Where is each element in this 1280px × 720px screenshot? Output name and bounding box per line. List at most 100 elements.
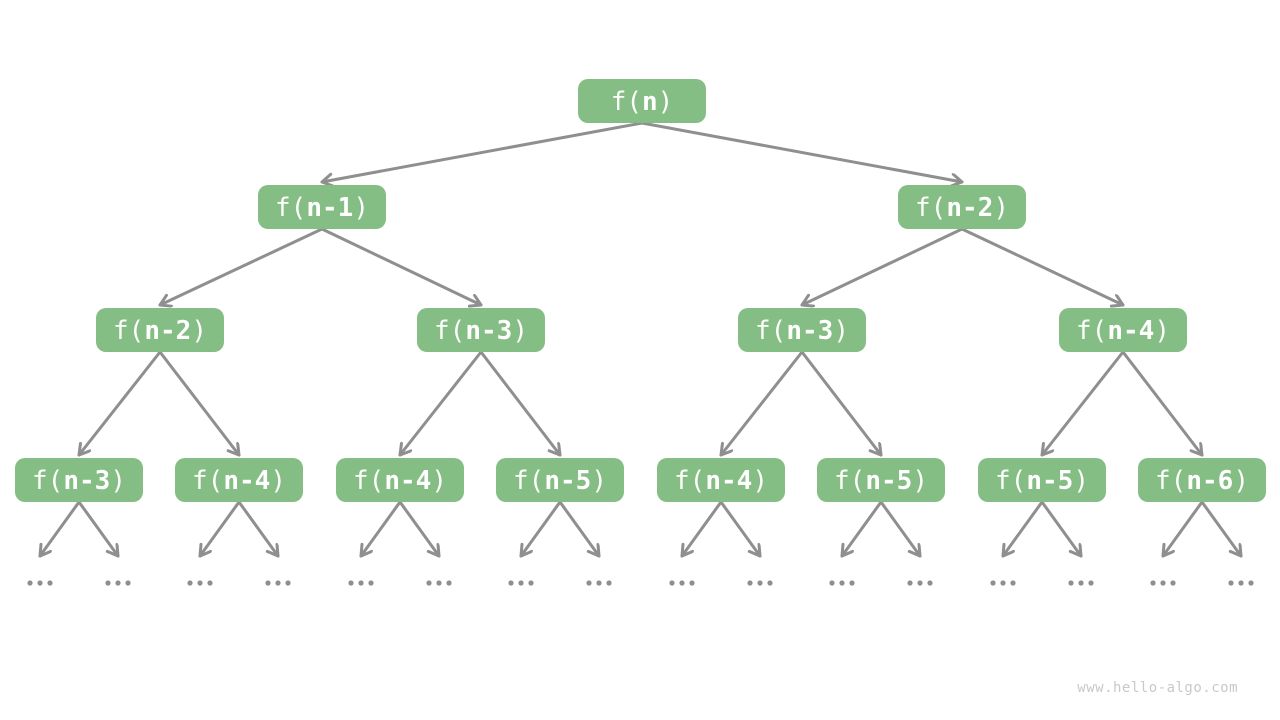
tree-node-box <box>417 308 545 352</box>
edge-arrow <box>680 500 723 558</box>
tree-node-label: f(n-5) <box>995 466 1089 496</box>
tree-node: f(n-4) <box>175 458 303 502</box>
ellipsis-dot <box>1150 580 1156 586</box>
ellipsis-dot <box>368 580 374 586</box>
tree-node: f(n-5) <box>496 458 624 502</box>
tree-node: f(n-4) <box>336 458 464 502</box>
tree-node-box <box>578 79 706 123</box>
edge-arrow <box>1001 500 1044 558</box>
ellipsis-dot <box>990 580 996 586</box>
ellipsis-dot <box>747 580 753 586</box>
ellipsis <box>187 580 213 586</box>
ellipsis-dot <box>105 580 111 586</box>
tree-node-box <box>258 185 386 229</box>
ellipsis-dot <box>757 580 763 586</box>
ellipsis-dot <box>1170 580 1176 586</box>
tree-node-box <box>1059 308 1187 352</box>
edge-arrow <box>800 350 883 457</box>
edges-layer <box>77 121 1204 457</box>
ellipsis-dot <box>125 580 131 586</box>
ellipsis <box>907 580 933 586</box>
ellipsis-dot <box>1160 580 1166 586</box>
watermark: www.hello-algo.com <box>1077 680 1238 696</box>
tree-node: f(n-6) <box>1138 458 1266 502</box>
ellipsis-layer <box>27 500 1254 586</box>
ellipsis <box>1228 580 1254 586</box>
ellipsis-dot <box>586 580 592 586</box>
tree-node-label: f(n) <box>611 87 674 117</box>
edge-arrow <box>879 500 922 558</box>
tree-node-label: f(n-3) <box>755 316 849 346</box>
ellipsis-dot <box>1068 580 1074 586</box>
tree-node-box <box>175 458 303 502</box>
edge-arrow <box>1121 350 1204 457</box>
edge-arrow <box>719 350 804 457</box>
edge-arrow <box>479 350 562 457</box>
tree-node-box <box>496 458 624 502</box>
ellipsis-dot <box>767 580 773 586</box>
tree-node: f(n-1) <box>258 185 386 229</box>
edge-arrow <box>640 121 964 182</box>
ellipsis-dot <box>1078 580 1084 586</box>
ellipsis-dot <box>927 580 933 586</box>
ellipsis-dot <box>446 580 452 586</box>
ellipsis-dot <box>436 580 442 586</box>
ellipsis-dot <box>37 580 43 586</box>
edge-arrow <box>519 500 562 558</box>
tree-node: f(n) <box>578 79 706 123</box>
edge-arrow <box>1200 500 1243 558</box>
ellipsis-dot <box>1010 580 1016 586</box>
tree-node-label: f(n-6) <box>1155 466 1249 496</box>
edge-arrow <box>237 500 280 558</box>
tree-node-label: f(n-5) <box>834 466 928 496</box>
ellipsis <box>747 580 773 586</box>
nodes-layer: f(n) f(n-1) f(n-2) f(n-2) f(n-3) f(n-3) f(n-4)… <box>15 79 1266 502</box>
tree-node: f(n-5) <box>817 458 945 502</box>
edge-arrow <box>558 500 601 558</box>
edge-arrow <box>398 350 483 457</box>
ellipsis-dot <box>669 580 675 586</box>
edge-arrow <box>359 500 402 558</box>
ellipsis <box>426 580 452 586</box>
edge-arrow <box>719 500 762 558</box>
tree-node-label: f(n-2) <box>113 316 207 346</box>
ellipsis-dot <box>426 580 432 586</box>
tree-node-label: f(n-1) <box>275 193 369 223</box>
tree-node: f(n-2) <box>898 185 1026 229</box>
ellipsis-dot <box>115 580 121 586</box>
ellipsis <box>27 580 53 586</box>
edge-arrow <box>1161 500 1204 558</box>
tree-node-box <box>738 308 866 352</box>
edge-arrow <box>398 500 441 558</box>
tree-node-label: f(n-5) <box>513 466 607 496</box>
tree-node: f(n-4) <box>1059 308 1187 352</box>
tree-node-label: f(n-4) <box>1076 316 1170 346</box>
tree-node-label: f(n-2) <box>915 193 1009 223</box>
ellipsis-dot <box>275 580 281 586</box>
tree-node-label: f(n-3) <box>32 466 126 496</box>
ellipsis-dot <box>829 580 835 586</box>
tree-node-label: f(n-3) <box>434 316 528 346</box>
ellipsis-dot <box>187 580 193 586</box>
tree-node-box <box>336 458 464 502</box>
ellipsis-dot <box>518 580 524 586</box>
ellipsis <box>586 580 612 586</box>
tree-node-label: f(n-4) <box>353 466 447 496</box>
ellipsis-dot <box>1248 580 1254 586</box>
edge-arrow <box>158 227 324 305</box>
edge-arrow <box>800 227 964 305</box>
ellipsis <box>990 580 1016 586</box>
tree-node-label: f(n-4) <box>674 466 768 496</box>
ellipsis-dot <box>606 580 612 586</box>
ellipsis-dot <box>47 580 53 586</box>
tree-node: f(n-5) <box>978 458 1106 502</box>
edge-arrow <box>198 500 241 558</box>
edge-arrow <box>840 500 883 558</box>
ellipsis-dot <box>849 580 855 586</box>
ellipsis-dot <box>265 580 271 586</box>
edge-arrow <box>77 350 162 457</box>
edge-arrow <box>38 500 81 558</box>
ellipsis-dot <box>197 580 203 586</box>
